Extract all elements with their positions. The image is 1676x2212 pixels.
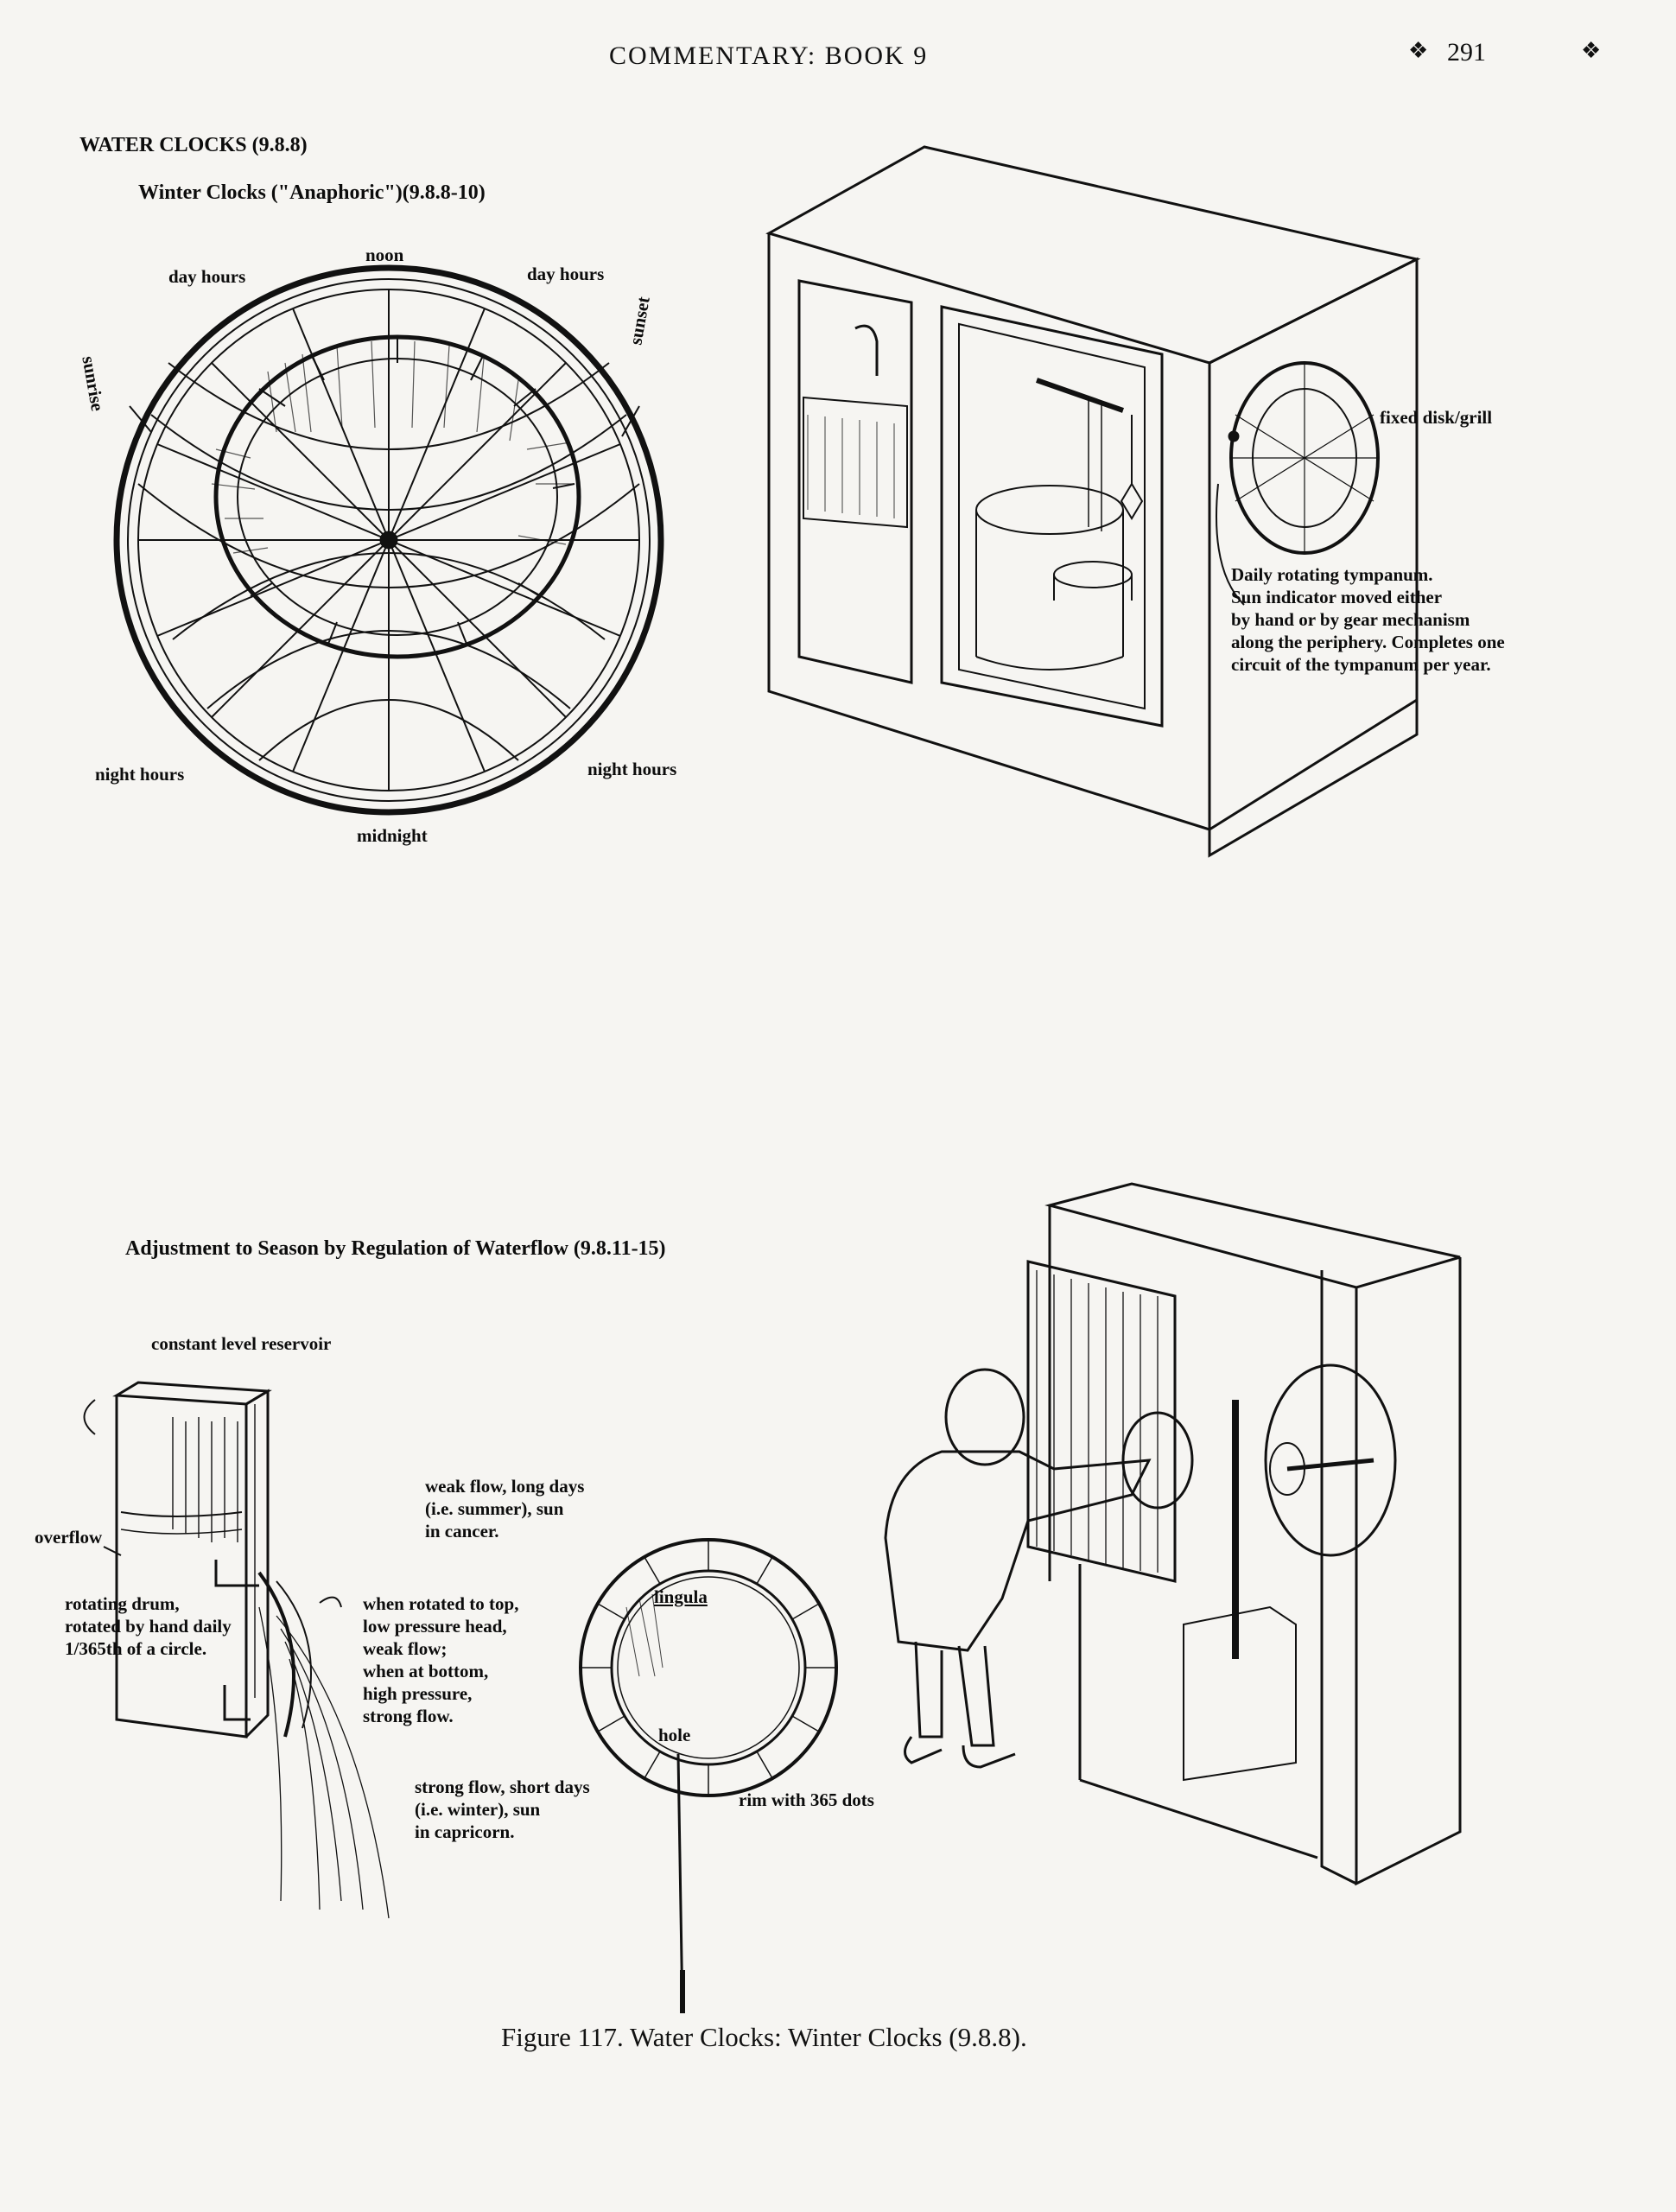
label-rotating-drum: rotating drum, rotated by hand daily 1/3…	[65, 1593, 232, 1659]
label-lingula: lingula	[654, 1586, 708, 1607]
label-night-hours-left: night hours	[95, 764, 185, 785]
label-noon: noon	[365, 245, 404, 265]
label-day-hours-right: day hours	[527, 264, 605, 284]
reservoir-drawing	[83, 1381, 390, 1919]
label-strong-flow: strong flow, short days (i.e. winter), s…	[415, 1777, 590, 1842]
label-day-hours-left: day hours	[168, 266, 246, 287]
zodiac-wheel	[579, 1538, 838, 2014]
winter-clocks-heading: Winter Clocks ("Anaphoric")(9.8.8-10)	[138, 181, 486, 204]
man-with-clock-drawing	[884, 1182, 1462, 1886]
label-overflow: overflow	[35, 1527, 103, 1548]
section-title: WATER CLOCKS (9.8.8)	[79, 134, 308, 156]
adjustment-heading: Adjustment to Season by Regulation of Wa…	[125, 1237, 666, 1260]
cabinet-clock	[765, 145, 1421, 858]
label-rotation-pressure: when rotated to top, low pressure head, …	[363, 1593, 519, 1726]
anaphoric-dial	[113, 264, 664, 816]
label-night-hours-right: night hours	[587, 759, 677, 779]
ornament-right: ❖	[1581, 38, 1602, 63]
running-head: COMMENTARY: BOOK 9	[609, 41, 929, 70]
label-midnight: midnight	[357, 825, 428, 846]
label-rim: rim with 365 dots	[739, 1789, 874, 1810]
label-reservoir: constant level reservoir	[151, 1333, 332, 1354]
page-number: 291	[1447, 38, 1486, 67]
ornament-left: ❖	[1408, 38, 1429, 63]
label-tympanum-note: Daily rotating tympanum. Sun indicator m…	[1231, 564, 1505, 675]
label-fixed-disk: fixed disk/grill	[1380, 407, 1493, 428]
figure-caption: Figure 117. Water Clocks: Winter Clocks …	[501, 2022, 1027, 2052]
label-weak-flow: weak flow, long days (i.e. summer), sun …	[425, 1476, 585, 1541]
label-hole: hole	[658, 1725, 691, 1745]
